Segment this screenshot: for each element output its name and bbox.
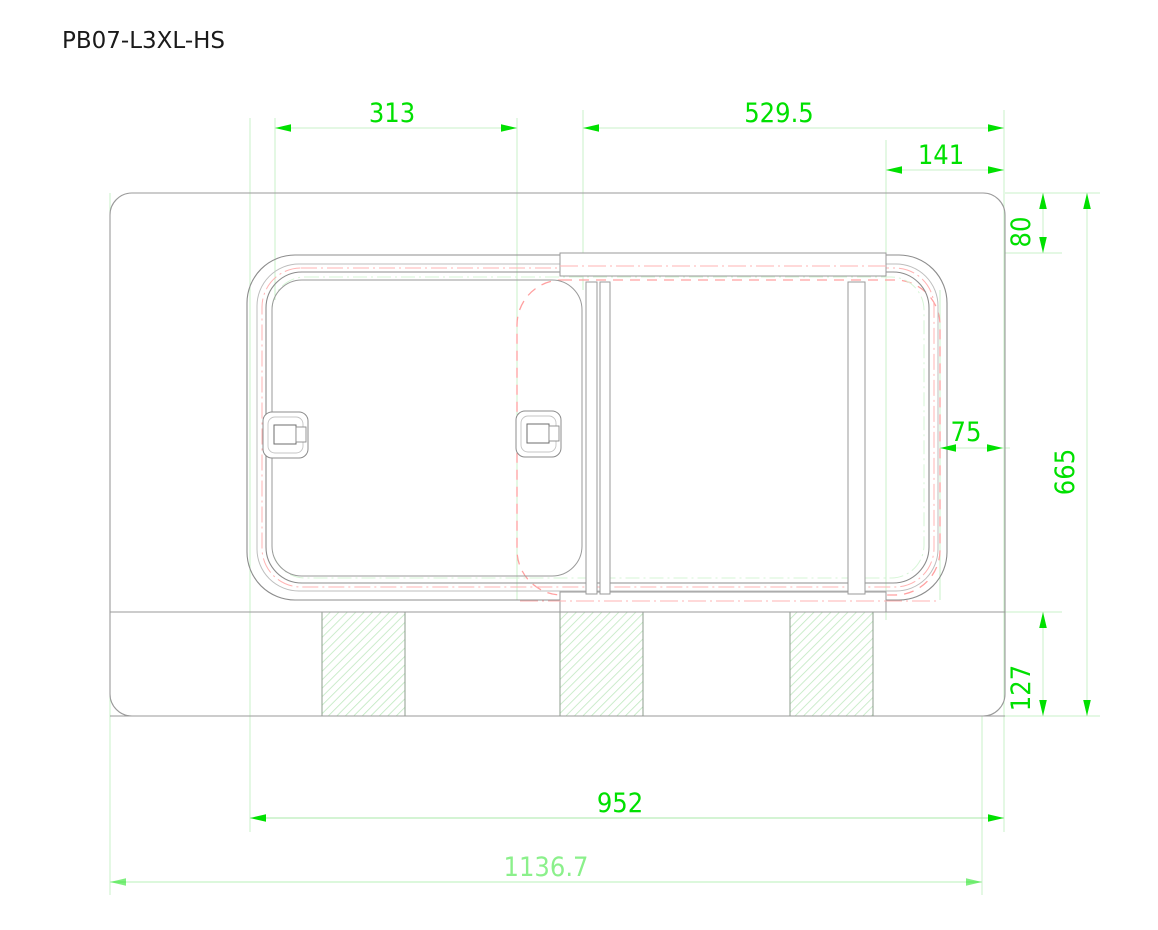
dimension-665: 665 bbox=[1050, 193, 1091, 716]
body-baseline bbox=[110, 611, 1005, 717]
dimension-1136-7: 1136.7 bbox=[110, 852, 982, 886]
dimension-313: 313 bbox=[275, 98, 517, 132]
top-rail bbox=[559, 252, 887, 277]
dimension-141-label: 141 bbox=[918, 140, 964, 171]
hatch-block-2 bbox=[559, 611, 644, 717]
dimension-75-label: 75 bbox=[951, 417, 982, 448]
dimension-75: 75 bbox=[940, 417, 1003, 452]
hidden-edge-outline bbox=[516, 279, 941, 596]
hatch-block-3 bbox=[789, 611, 874, 717]
center-mullion bbox=[585, 281, 611, 595]
dimension-80: 80 bbox=[1006, 193, 1047, 253]
dimension-1136-7-label: 1136.7 bbox=[504, 852, 589, 883]
right-mullion bbox=[847, 281, 866, 595]
dimension-952: 952 bbox=[250, 788, 1004, 822]
latch-handle-left[interactable] bbox=[262, 411, 309, 459]
dimension-529-5-label: 529.5 bbox=[744, 98, 814, 129]
dimension-665-label: 665 bbox=[1050, 449, 1081, 495]
dimension-127: 127 bbox=[1006, 612, 1047, 716]
dimension-952-label: 952 bbox=[597, 788, 643, 819]
dimension-529-5: 529.5 bbox=[583, 98, 1004, 132]
dimension-141: 141 bbox=[886, 140, 1004, 174]
bottom-rail bbox=[520, 591, 940, 613]
latch-handle-right[interactable] bbox=[515, 410, 562, 458]
hatch-block-1 bbox=[321, 611, 406, 717]
dimension-80-label: 80 bbox=[1006, 217, 1037, 248]
page-title: PB07-L3XL-HS bbox=[62, 28, 226, 54]
dimension-127-label: 127 bbox=[1006, 665, 1037, 711]
hatched-mounting-blocks bbox=[321, 611, 874, 717]
dimension-313-label: 313 bbox=[369, 98, 415, 129]
